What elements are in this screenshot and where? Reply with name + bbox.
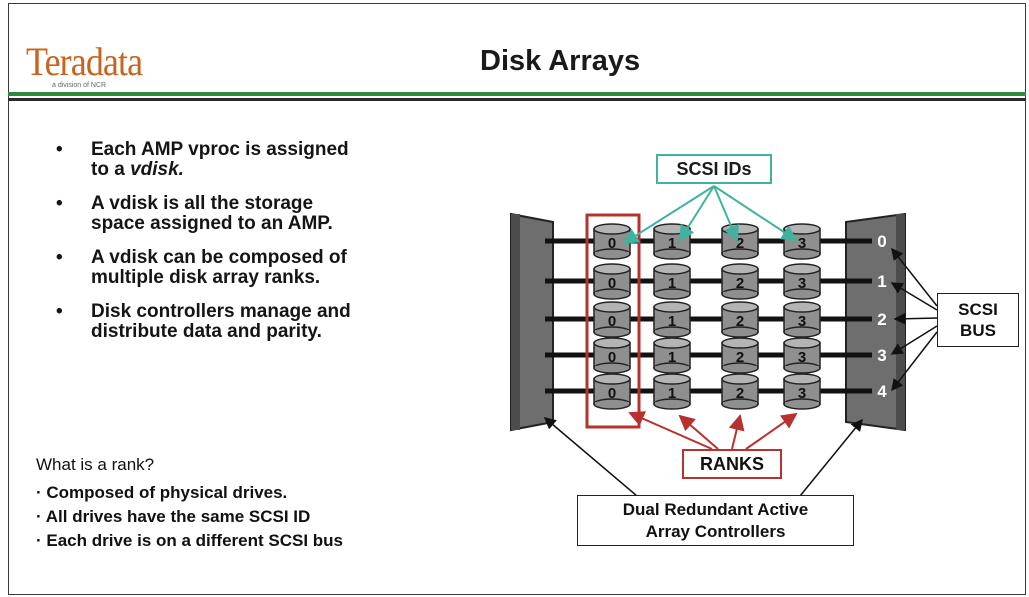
disk-id-label: 1: [668, 235, 676, 252]
disk-id-label: 3: [798, 313, 806, 330]
scsi-bus-label-line2: BUS: [960, 321, 996, 340]
bullet-dot-icon: •: [56, 139, 63, 160]
disk-id-label: 3: [798, 385, 806, 402]
disk-drive: 2: [721, 373, 759, 410]
disk-drive: 0: [593, 301, 631, 338]
bus-number-label: 0: [877, 232, 886, 251]
disk-drive: 0: [593, 373, 631, 410]
bullet-line: multiple disk array ranks.: [91, 267, 321, 288]
bus-number-label: 4: [877, 382, 887, 401]
ranks-arrows: [628, 411, 798, 450]
header-rule-dark: [8, 98, 1026, 101]
scsi-bus-label: SCSI BUS: [937, 293, 1019, 347]
disk-id-label: 2: [736, 275, 744, 292]
disk-drive: 2: [721, 337, 759, 374]
disk-drive: 2: [721, 301, 759, 338]
bullet-dot-icon: •: [56, 193, 63, 214]
bullet-item: • A vdisk can be composed of multiple di…: [56, 248, 476, 288]
controllers-label-line1: Dual Redundant Active: [622, 500, 809, 519]
page-title: Disk Arrays: [480, 45, 641, 77]
disk-id-label: 2: [736, 385, 744, 402]
disk-drive: 3: [783, 301, 821, 338]
left-array-controller: [510, 212, 554, 432]
disk-id-label: 1: [668, 385, 676, 402]
bullet-line: A vdisk can be composed of: [91, 247, 347, 268]
bullet-item: • Disk controllers manage and distribute…: [56, 302, 476, 342]
scsi-ids-arrows: [622, 185, 798, 245]
header-rule-green: [8, 92, 1026, 96]
disk-id-label: 1: [668, 275, 676, 292]
disk-drive: 1: [653, 263, 691, 300]
disk-id-label: 2: [736, 349, 744, 366]
scsi-bus-label-line1: SCSI: [958, 300, 998, 319]
rank-item: · Composed of physical drives.: [36, 483, 288, 502]
rank-item: · Each drive is on a different SCSI bus: [36, 531, 344, 550]
disk-drive: 2: [721, 263, 759, 300]
disk-id-label: 0: [608, 275, 616, 292]
right-array-controller: [845, 212, 906, 432]
disk-drive: 0: [593, 263, 631, 300]
disk-layer: 0 1 2 3 0 1 2 3 0 1 2 3 0 1 2 3 0 1 2 3: [593, 223, 821, 410]
disk-id-label: 1: [668, 313, 676, 330]
bullet-item: • Each AMP vproc is assigned to a vdisk.: [56, 140, 476, 180]
bullet-line: distribute data and parity.: [91, 321, 322, 342]
rank-definition-list: · Composed of physical drives. · All dri…: [36, 481, 343, 553]
slide-frame: [8, 3, 1026, 595]
bus-number-label: 1: [877, 272, 886, 291]
controllers-label-line2: Array Controllers: [645, 522, 786, 541]
disk-drive: 3: [783, 373, 821, 410]
disk-drive: 0: [593, 337, 631, 374]
controllers-label: Dual Redundant Active Array Controllers: [577, 495, 854, 546]
disk-id-label: 3: [798, 275, 806, 292]
bullet-line: Disk controllers manage and: [91, 301, 351, 322]
disk-id-label: 2: [736, 313, 744, 330]
bus-number-label: 3: [877, 346, 886, 365]
disk-drive: 3: [783, 337, 821, 374]
bullet-list: • Each AMP vproc is assigned to a vdisk.…: [56, 140, 476, 356]
disk-drive: 3: [783, 223, 821, 260]
disk-drive: 1: [653, 223, 691, 260]
bullet-dot-icon: •: [56, 247, 63, 268]
disk-id-label: 3: [798, 235, 806, 252]
bullet-dot-icon: •: [56, 301, 63, 322]
disk-drive: 1: [653, 373, 691, 410]
scsi-ids-label: SCSI IDs: [656, 154, 772, 184]
teradata-logo: Teradata a division of NCR: [26, 39, 178, 92]
bullet-line: to a: [91, 159, 131, 180]
disk-drive: 1: [653, 301, 691, 338]
bullet-line: Each AMP vproc is assigned: [91, 139, 349, 160]
bullet-line: space assigned to an AMP.: [91, 213, 333, 234]
disk-drive: 3: [783, 263, 821, 300]
bullet-item: • A vdisk is all the storage space assig…: [56, 194, 476, 234]
rank-item: · All drives have the same SCSI ID: [36, 507, 311, 526]
scsi-bus-arrows: [890, 247, 938, 392]
disk-id-label: 0: [608, 385, 616, 402]
disk-id-label: 0: [608, 235, 616, 252]
disk-id-label: 0: [608, 313, 616, 330]
disk-id-label: 1: [668, 349, 676, 366]
bus-number-label: 2: [877, 310, 886, 329]
disk-drive: 2: [721, 223, 759, 260]
disk-id-label: 3: [798, 349, 806, 366]
bullet-italic: vdisk.: [130, 159, 184, 180]
rank-question: What is a rank?: [36, 455, 155, 474]
logo-subtitle: a division of NCR: [52, 82, 107, 89]
controller-arrows: [543, 417, 863, 497]
disk-id-label: 0: [608, 349, 616, 366]
rank-highlight-box: [585, 213, 641, 429]
disk-id-label: 2: [736, 235, 744, 252]
ranks-label: RANKS: [682, 449, 782, 479]
logo-wordmark: Teradata: [26, 39, 143, 84]
disk-drive: 1: [653, 337, 691, 374]
bullet-line: A vdisk is all the storage: [91, 193, 314, 214]
